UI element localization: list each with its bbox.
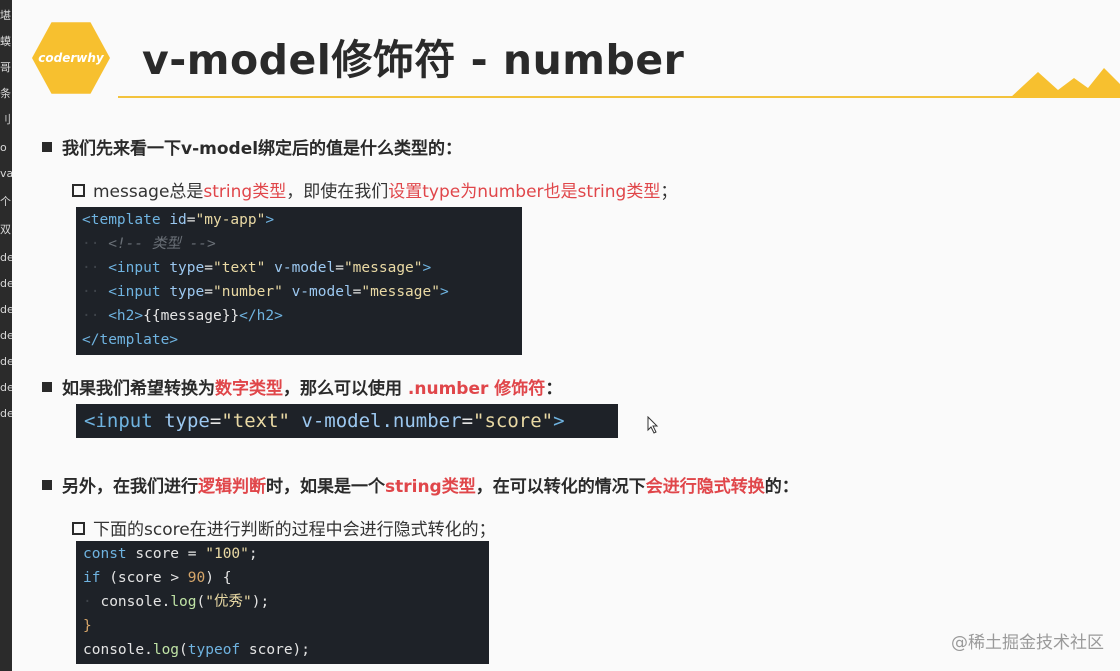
sub1-highlight2: 设置type为number也是string类型 xyxy=(388,182,661,202)
code-line: ·· <h2>{{message}}</h2> xyxy=(82,308,283,324)
code-line: <input type="text" v-model.number="score… xyxy=(84,410,565,432)
bullet-1-text: 我们先来看一下v-model绑定后的值是什么类型的： xyxy=(62,139,463,159)
sub1-part1: message总是 xyxy=(93,182,204,202)
code-block-js: const score = "100"; if (score > 90) { ·… xyxy=(76,541,489,664)
bullet-3-part1: 另外，在我们进行 xyxy=(62,477,198,497)
sub3-text: 下面的score在进行判断的过程中会进行隐式转化的； xyxy=(93,520,496,540)
hollow-square-icon xyxy=(72,183,85,197)
bullet-square-icon xyxy=(42,480,52,490)
strip-glyph: 刂 xyxy=(0,113,11,126)
code-line: · console.log("优秀"); xyxy=(83,594,270,610)
strip-glyph: de xyxy=(0,407,12,420)
bullet-2-highlight1: 数字类型 xyxy=(215,379,283,399)
strip-glyph: de xyxy=(0,381,12,394)
code-line: } xyxy=(83,618,92,634)
code-line: ·· <input type="number" v-model="message… xyxy=(82,284,449,300)
bullet-3-part5: ，在可以转化的情况下 xyxy=(475,477,646,497)
strip-glyph: 双 xyxy=(0,223,11,236)
bullet-1: 我们先来看一下v-model绑定后的值是什么类型的： xyxy=(42,134,462,159)
strip-glyph: va xyxy=(0,167,12,180)
bullet-3-highlight1: 逻辑判断 xyxy=(198,477,266,497)
strip-glyph: 条 xyxy=(0,87,11,100)
bullet-3-part7: 的： xyxy=(764,477,799,497)
sub-bullet-3: 下面的score在进行判断的过程中会进行隐式转化的； xyxy=(72,515,496,540)
strip-glyph: de xyxy=(0,277,12,290)
bullet-square-icon xyxy=(42,382,52,392)
bullet-2-highlight2: .number 修饰符 xyxy=(407,379,546,399)
sub1-part5: ； xyxy=(660,182,678,202)
bullet-2-part1: 如果我们希望转换为 xyxy=(62,379,215,399)
mountain-decoration-icon xyxy=(1010,68,1120,98)
strip-glyph: 个 xyxy=(0,195,11,208)
watermark: @稀土掘金技术社区 xyxy=(951,633,1104,653)
bullet-2: 如果我们希望转换为数字类型，那么可以使用 .number 修饰符： xyxy=(42,374,562,399)
coderwhy-logo: coderwhy xyxy=(32,22,110,94)
sub1-highlight1: string类型 xyxy=(203,182,287,202)
strip-glyph: de xyxy=(0,251,12,264)
strip-glyph: de xyxy=(0,355,12,368)
code-line: const score = "100"; xyxy=(83,546,258,562)
bullet-2-part5: ： xyxy=(545,379,563,399)
sub-bullet-1: message总是string类型，即使在我们设置type为number也是st… xyxy=(72,177,677,202)
bullet-3-highlight3: 会进行隐式转换 xyxy=(645,477,765,497)
strip-glyph: de xyxy=(0,303,12,316)
code-block-template: <template id="my-app"> ·· <!-- 类型 --> ··… xyxy=(76,207,522,355)
strip-glyph: o xyxy=(0,141,7,154)
bullet-3-highlight2: string类型 xyxy=(385,477,476,497)
code-line: </template> xyxy=(82,332,179,348)
strip-glyph: 堪 xyxy=(0,9,11,22)
code-line: console.log(typeof score); xyxy=(83,642,311,658)
bullet-2-part3: ，那么可以使用 xyxy=(283,379,408,399)
bullet-3: 另外，在我们进行逻辑判断时，如果是一个string类型，在可以转化的情况下会进行… xyxy=(42,472,799,497)
slide-title: v-model修饰符 - number xyxy=(142,36,685,84)
bullet-square-icon xyxy=(42,142,52,152)
strip-glyph: 蟆 xyxy=(0,35,11,48)
adjacent-window-strip: 堪 蟆 哥 条 刂 o va 个 双 de de de de de de de xyxy=(0,0,12,671)
code-line: ·· <input type="text" v-model="message"> xyxy=(82,260,432,276)
code-line: ·· <!-- 类型 --> xyxy=(82,236,216,252)
code-line: <template id="my-app"> xyxy=(82,212,275,228)
bullet-3-part3: 时，如果是一个 xyxy=(266,477,385,497)
hollow-square-icon xyxy=(72,521,85,535)
code-line: if (score > 90) { xyxy=(83,570,232,586)
strip-glyph: de xyxy=(0,329,12,342)
sub1-part3: ，即使在我们 xyxy=(286,182,389,202)
code-block-input-number: <input type="text" v-model.number="score… xyxy=(76,404,618,438)
mouse-cursor-icon xyxy=(647,416,659,434)
header-divider xyxy=(118,96,1120,98)
strip-glyph: 哥 xyxy=(0,61,11,74)
logo-text: coderwhy xyxy=(38,51,104,65)
